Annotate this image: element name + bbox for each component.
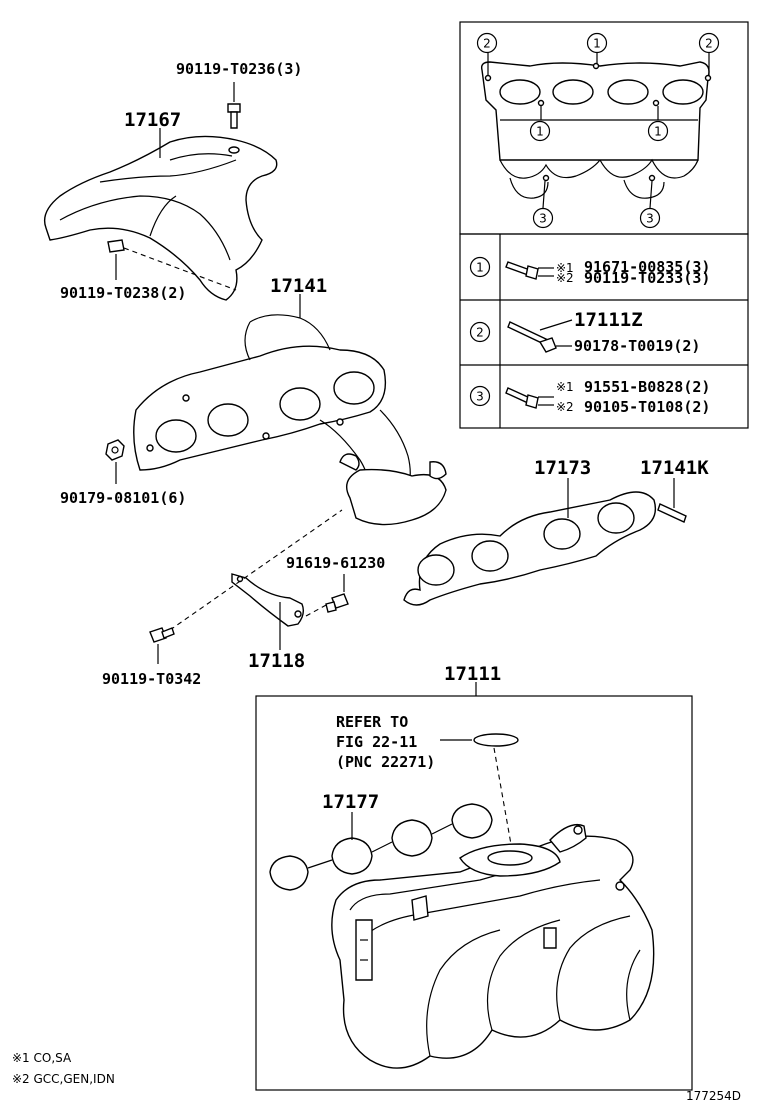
detail-marker-3-right: 3 bbox=[639, 207, 661, 229]
manifold-stay-illustration bbox=[231, 573, 305, 627]
detail-marker-3-left: 3 bbox=[532, 207, 554, 229]
svg-text:3: 3 bbox=[539, 212, 547, 226]
intake-gasket-illustration bbox=[269, 803, 493, 891]
callout-note-3a: ※1 bbox=[556, 380, 574, 394]
callout-table: 1 ※1 91671-00835(3) ※2 90119-T0233(3) 2 … bbox=[459, 233, 749, 429]
svg-text:2: 2 bbox=[705, 37, 713, 51]
label-manifold-stay: 17118 bbox=[248, 650, 305, 672]
callout-part-1b: 90119-T0233(3) bbox=[584, 269, 710, 287]
refer-note-line1: REFER TO bbox=[336, 713, 408, 731]
callout-marker-1: 1 bbox=[476, 261, 484, 275]
bolt-90119-T0342-icon bbox=[149, 627, 175, 643]
footnote-1: ※1 CO,SA bbox=[12, 1051, 72, 1065]
callout-part-2a: 17111Z bbox=[574, 309, 643, 331]
detail-marker-1-top: 1 bbox=[586, 32, 608, 54]
callout-part-2b: 90178-T0019(2) bbox=[574, 337, 700, 355]
nut-90179-08101-icon bbox=[105, 439, 125, 461]
label-intake-gasket: 17177 bbox=[322, 791, 379, 813]
o-ring-illustration bbox=[473, 733, 519, 747]
intake-manifold-illustration bbox=[331, 823, 655, 1069]
svg-text:1: 1 bbox=[536, 125, 544, 139]
detail-marker-1-left: 1 bbox=[529, 120, 551, 142]
label-exhaust-manifold: 17141 bbox=[270, 275, 327, 297]
callout-row-3: 3 ※1 91551-B0828(2) ※2 90105-T0108(2) bbox=[469, 378, 710, 416]
bolt-91619-61230-icon bbox=[325, 593, 349, 613]
callout-note-3b: ※2 bbox=[556, 400, 574, 414]
refer-note-line3: (PNC 22271) bbox=[336, 753, 435, 771]
label-exhaust-gasket: 17173 bbox=[534, 457, 591, 479]
callout-part-3a: 91551-B0828(2) bbox=[584, 378, 710, 396]
bolt-icon bbox=[505, 261, 539, 280]
stud-bolt-icon bbox=[507, 321, 557, 353]
svg-text:1: 1 bbox=[593, 37, 601, 51]
callout-part-3b: 90105-T0108(2) bbox=[584, 398, 710, 416]
svg-text:1: 1 bbox=[654, 125, 662, 139]
callout-part-1a: 91671-00835(3) bbox=[584, 258, 710, 276]
refer-note: REFER TO FIG 22-11 (PNC 22271) bbox=[336, 713, 435, 771]
exhaust-gasket-illustration bbox=[403, 491, 657, 606]
label-heat-insulator: 17167 bbox=[124, 109, 181, 131]
label-intake-manifold: 17111 bbox=[444, 663, 501, 685]
callout-marker-3: 3 bbox=[476, 390, 484, 404]
svg-text:2: 2 bbox=[483, 37, 491, 51]
callout-row-2: 2 17111Z 90178-T0019(2) bbox=[469, 309, 700, 355]
exhaust-manifold-illustration bbox=[133, 314, 447, 526]
label-heat-insulator-bolt: 90119-T0236(3) bbox=[176, 60, 302, 78]
callout-note-1a: ※1 bbox=[556, 261, 574, 275]
callout-row-1: 1 ※1 91671-00835(3) ※2 90119-T0233(3) bbox=[469, 256, 710, 287]
manifold-flange-detail-illustration bbox=[480, 52, 712, 209]
detail-marker-2-right: 2 bbox=[698, 32, 720, 54]
label-stay-bolt-lower: 90119-T0342 bbox=[102, 670, 201, 688]
intake-manifold-frame bbox=[255, 695, 693, 1091]
callout-note-1b: ※2 bbox=[556, 271, 574, 285]
footnote-2: ※2 GCC,GEN,IDN bbox=[12, 1072, 115, 1086]
label-stay-bolt: 91619-61230 bbox=[286, 554, 385, 572]
callout-marker-2: 2 bbox=[476, 326, 484, 340]
detail-marker-1-right: 1 bbox=[647, 120, 669, 142]
heat-insulator-illustration bbox=[43, 135, 278, 301]
figure-id: 177254D bbox=[686, 1089, 741, 1103]
refer-note-line2: FIG 22-11 bbox=[336, 733, 417, 751]
detail-marker-2-left: 2 bbox=[476, 32, 498, 54]
bolt-90119-T0236-icon bbox=[227, 103, 241, 129]
svg-text:3: 3 bbox=[646, 212, 654, 226]
detail-view-box: 2 1 2 1 1 3 3 bbox=[459, 21, 749, 235]
label-heat-insulator-bolt-lower: 90119-T0238(2) bbox=[60, 284, 186, 302]
flange-bolt-icon bbox=[505, 387, 539, 409]
label-stud-bolt: 17141K bbox=[640, 457, 709, 479]
stud-bolt-17141K-icon bbox=[657, 503, 687, 523]
label-manifold-nut: 90179-08101(6) bbox=[60, 489, 186, 507]
bolt-90119-T0238-icon bbox=[107, 239, 125, 253]
